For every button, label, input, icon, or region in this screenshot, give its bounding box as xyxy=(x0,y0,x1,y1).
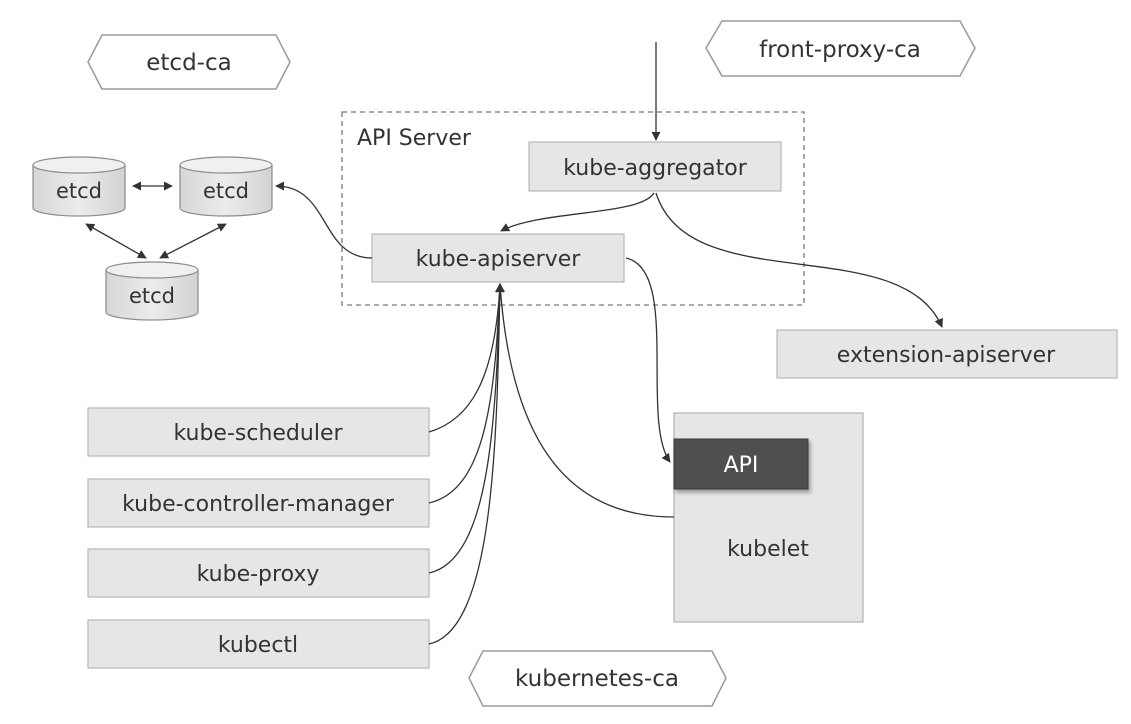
kubelet-api-box: API xyxy=(673,438,809,490)
aggregator-to-extension-arrow xyxy=(655,192,943,328)
connectors xyxy=(85,42,943,645)
kubectl-to-apiserver-arrow xyxy=(428,283,505,645)
kube-apiserver-text: kube-apiserver xyxy=(416,247,582,272)
kube-apiserver-box: kube-apiserver xyxy=(371,233,625,283)
etcd-1-text: etcd xyxy=(56,179,102,203)
client-kube-controller-manager-box: kube-controller-manager xyxy=(87,478,430,528)
etcd2-etcd3-link xyxy=(159,223,227,259)
etcd-ca-text: etcd-ca xyxy=(146,50,231,76)
client-kube-scheduler-box: kube-scheduler xyxy=(87,407,430,457)
aggregator-to-apiserver-arrow xyxy=(500,192,655,232)
etcd-database-2: etcd xyxy=(179,156,273,217)
client-kube-proxy-box: kube-proxy xyxy=(87,548,430,598)
kubelet-text: kubelet xyxy=(727,537,809,562)
kube-scheduler-text: kube-scheduler xyxy=(173,421,343,446)
api-server-group: API Server xyxy=(341,111,805,306)
client-kubectl-box: kubectl xyxy=(87,619,430,669)
controller-manager-to-apiserver-arrow xyxy=(428,283,505,504)
proxy-to-apiserver-arrow xyxy=(428,283,505,574)
front-proxy-ca-text: front-proxy-ca xyxy=(759,37,921,63)
kube-aggregator-text: kube-aggregator xyxy=(563,156,747,181)
kubelet-node-box: kubelet xyxy=(673,412,864,623)
extension-apiserver-box: extension-apiserver xyxy=(776,329,1118,379)
extension-apiserver-text: extension-apiserver xyxy=(837,343,1056,368)
api-server-group-label: API Server xyxy=(357,126,472,151)
kube-controller-manager-text: kube-controller-manager xyxy=(122,492,395,517)
scheduler-to-apiserver-arrow xyxy=(428,283,505,433)
kube-proxy-text: kube-proxy xyxy=(197,562,320,587)
kubelet-api-text: API xyxy=(724,453,759,478)
apiserver-to-etcd-arrow xyxy=(275,181,373,259)
kubectl-text: kubectl xyxy=(218,633,298,658)
kube-aggregator-box: kube-aggregator xyxy=(528,141,782,192)
etcd-2-text: etcd xyxy=(203,179,249,203)
etcd-3-text: etcd xyxy=(129,284,175,308)
etcd-database-1: etcd xyxy=(32,156,126,217)
etcd1-etcd3-link xyxy=(85,223,147,259)
etcd-ca-label: etcd-ca xyxy=(87,34,291,90)
front-proxy-ca-label: front-proxy-ca xyxy=(705,20,976,77)
kubelet-to-apiserver-arrow xyxy=(496,283,675,518)
kubernetes-ca-label: kubernetes-ca xyxy=(468,650,727,707)
kubernetes-ca-text: kubernetes-ca xyxy=(515,666,679,692)
etcd-database-3: etcd xyxy=(105,261,199,321)
apiserver-to-kubelet-api-arrow xyxy=(625,257,671,463)
